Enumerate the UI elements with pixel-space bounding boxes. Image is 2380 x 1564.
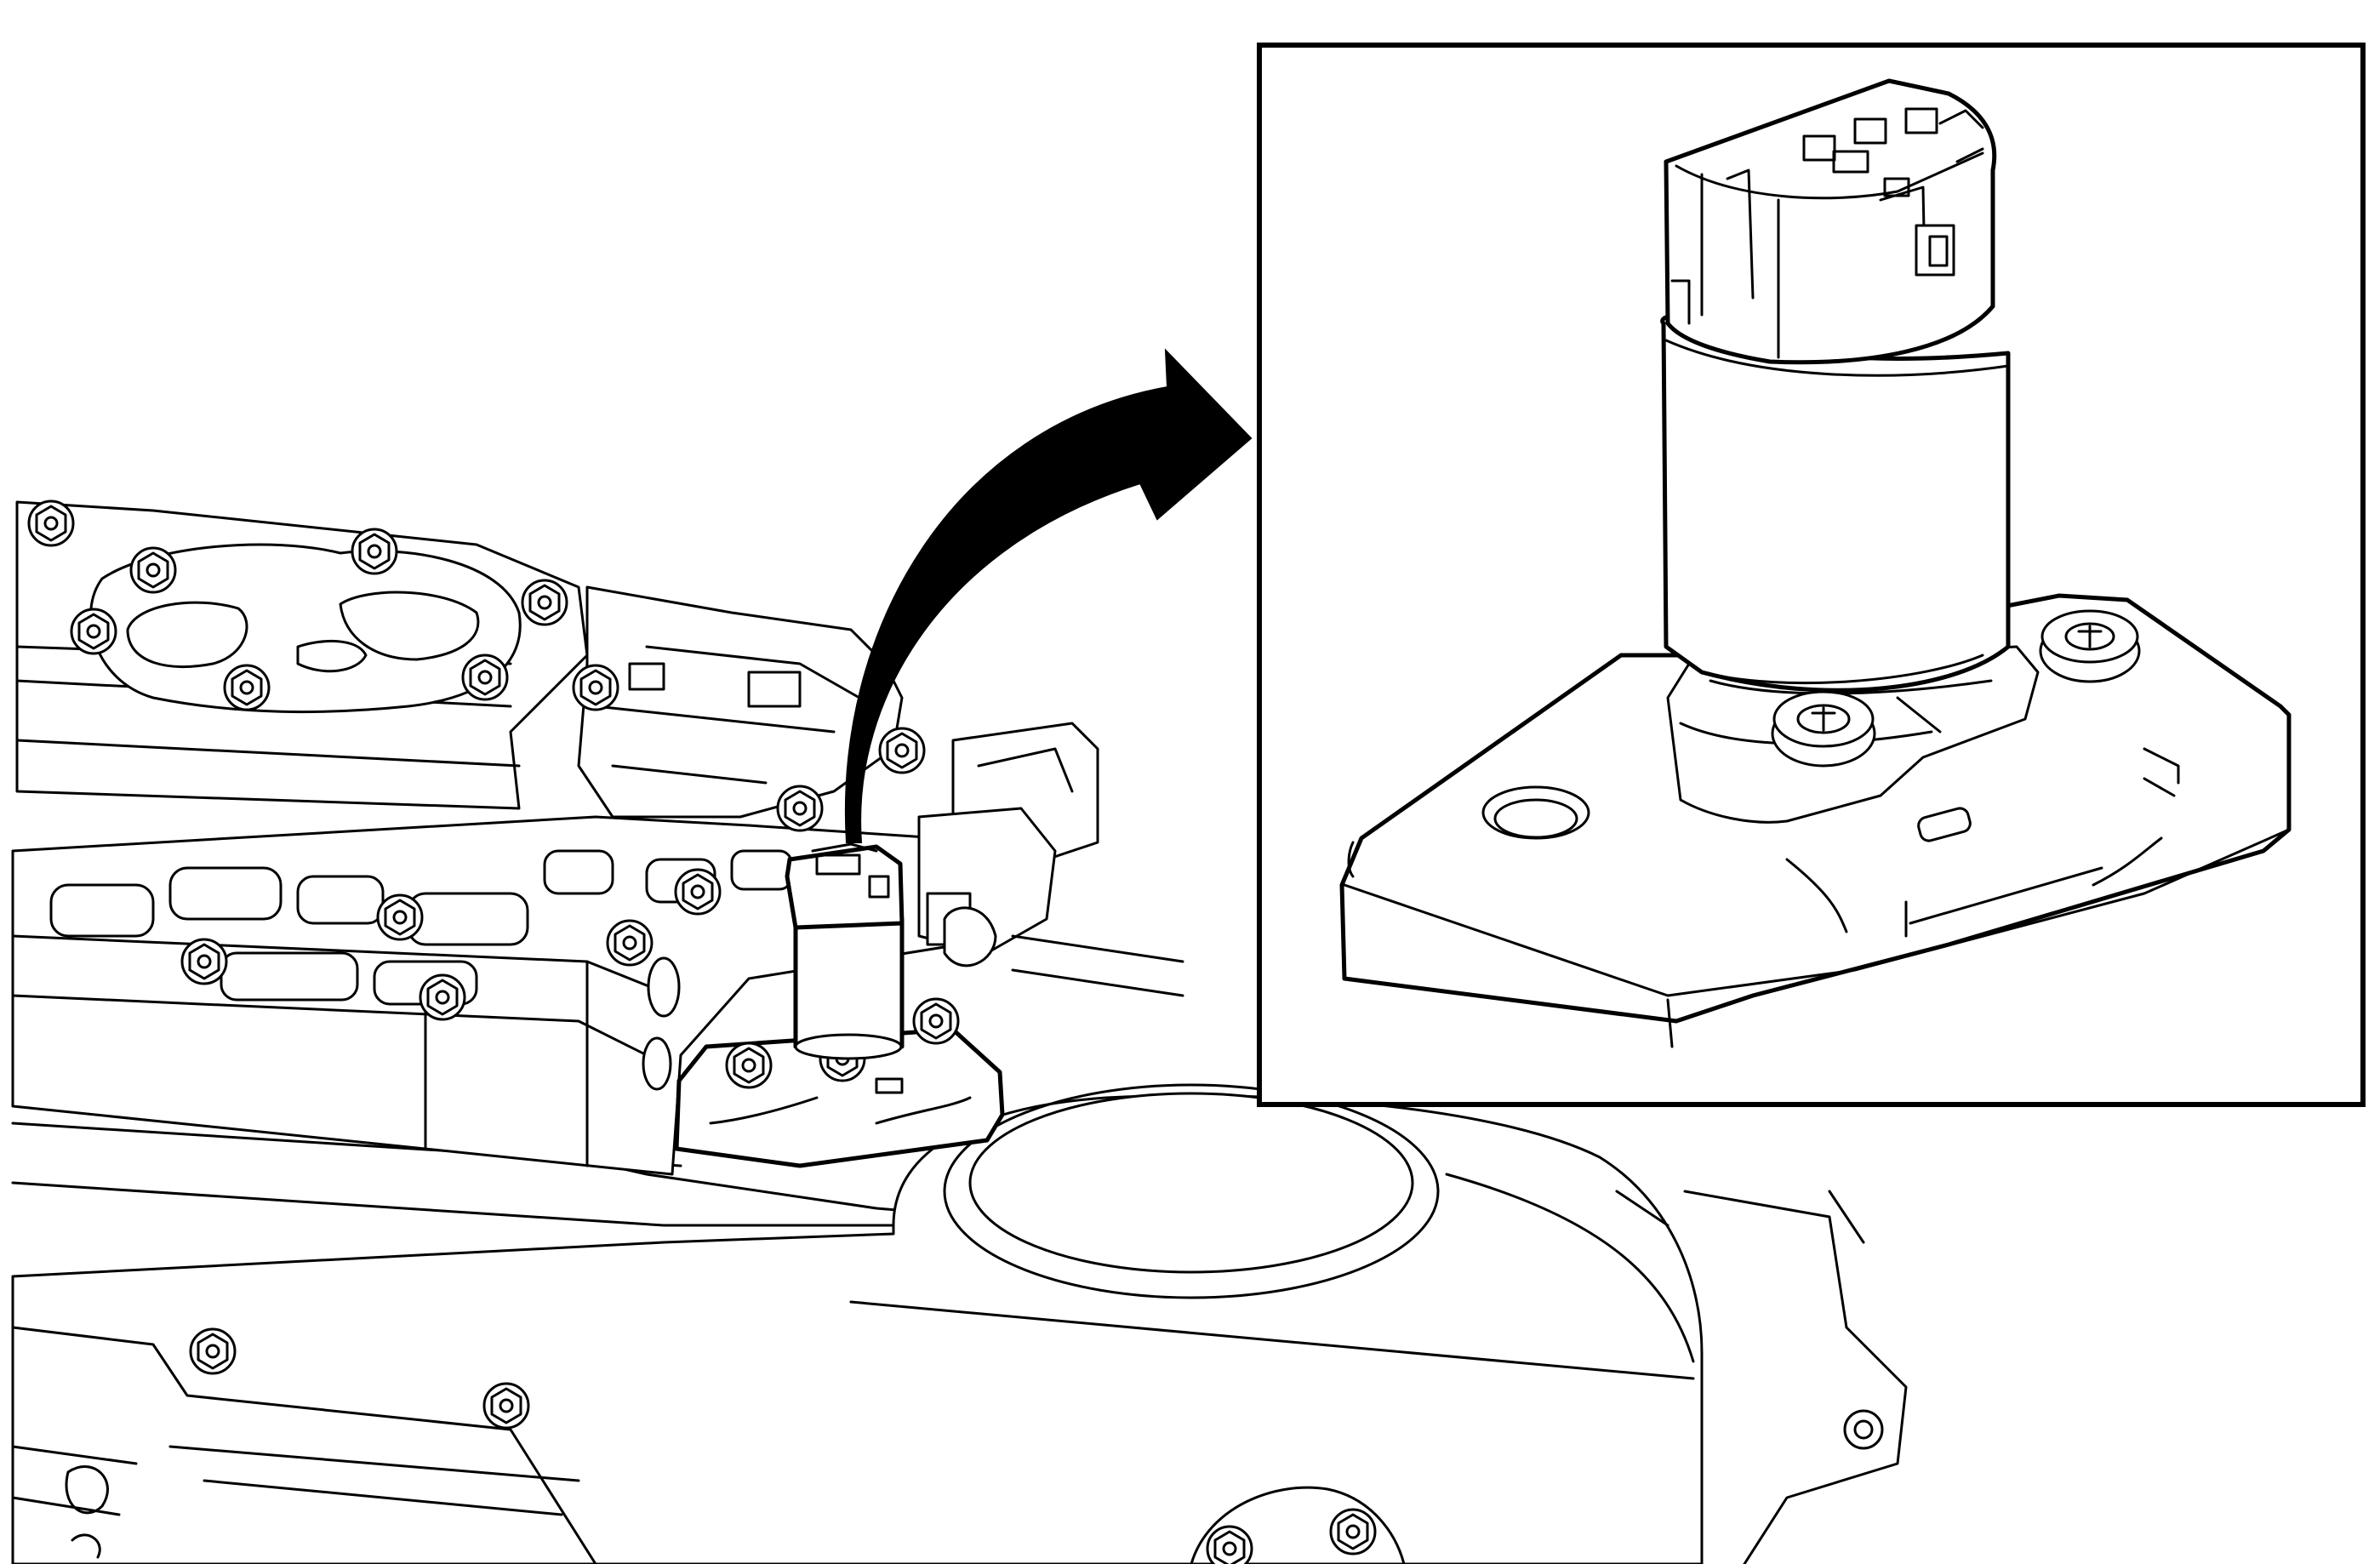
- detail-inset: [1257, 43, 2366, 1107]
- solenoid-in-place: [674, 842, 1005, 1168]
- spool-valves: [49, 849, 793, 1006]
- callout-arrow-icon: [844, 348, 1253, 843]
- solenoid-icon: [1339, 78, 2292, 1048]
- valve-body-overview: [11, 499, 1908, 1564]
- bolt-icon: [1771, 609, 2141, 768]
